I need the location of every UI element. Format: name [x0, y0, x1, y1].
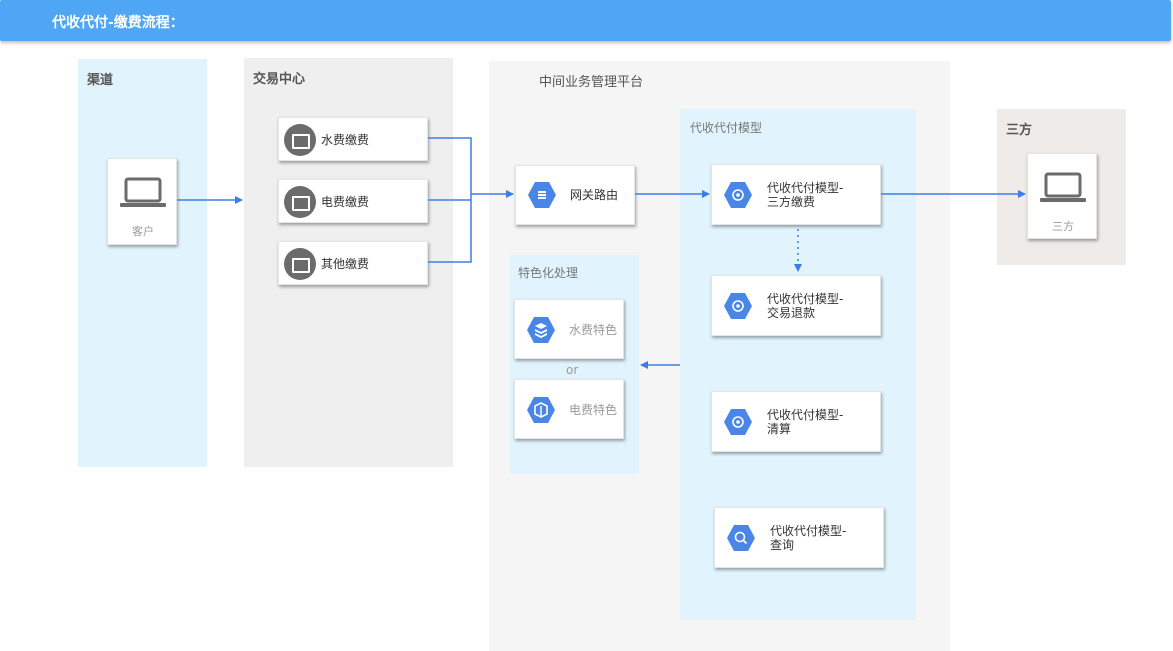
query-icon — [727, 525, 755, 551]
model-payment-line2: 三方缴费 — [767, 195, 816, 209]
platform-label: 中间业务管理平台 — [539, 75, 644, 90]
water-payment-card[interactable]: 水费缴费 — [278, 117, 428, 161]
channel-label: 渠道 — [87, 73, 114, 88]
model-settlement-card[interactable]: 代收代付模型- 清算 — [711, 391, 881, 452]
third-party-card[interactable]: 三方 — [1027, 153, 1097, 239]
other-payment-label: 其他缴费 — [321, 257, 370, 271]
third-party-device-label: 三方 — [1052, 220, 1074, 233]
water-special-card[interactable]: 水费特色 — [514, 299, 624, 359]
model-payment-card[interactable]: 代收代付模型- 三方缴费 — [711, 164, 881, 225]
header-bar — [0, 0, 1171, 41]
water-special-label: 水费特色 — [569, 323, 618, 337]
trade-center-label: 交易中心 — [253, 72, 306, 87]
laptop-icon — [1040, 172, 1086, 202]
channel-panel — [78, 59, 207, 467]
water-payment-label: 水费缴费 — [321, 133, 370, 147]
model-settlement-line2: 清算 — [767, 422, 792, 436]
stack-icon — [527, 317, 555, 343]
electric-special-label: 电费特色 — [569, 403, 618, 417]
model-refund-line2: 交易退款 — [767, 306, 816, 320]
model-query-line2: 查询 — [770, 538, 795, 552]
window-icon — [284, 248, 316, 280]
client-card[interactable]: 客户 — [107, 158, 177, 245]
model-query-line1: 代收代付模型- — [770, 524, 847, 538]
special-label: 特色化处理 — [518, 266, 579, 280]
electric-payment-label: 电费缴费 — [321, 195, 370, 209]
model-query-card[interactable]: 代收代付模型- 查询 — [714, 507, 884, 568]
gateway-icon — [528, 182, 556, 208]
window-icon — [284, 124, 316, 156]
or-label: or — [566, 363, 579, 377]
model-refund-line1: 代收代付模型- — [767, 292, 844, 306]
api-icon — [724, 409, 752, 435]
model-payment-line1: 代收代付模型- — [767, 181, 844, 195]
api-icon — [724, 182, 752, 208]
electric-payment-card[interactable]: 电费缴费 — [278, 179, 428, 223]
page-title: 代收代付-缴费流程： — [52, 15, 184, 31]
cube-icon — [527, 397, 555, 423]
laptop-icon — [120, 177, 166, 207]
client-label: 客户 — [132, 225, 154, 238]
model-settlement-line1: 代收代付模型- — [767, 408, 844, 422]
gateway-label: 网关路由 — [570, 188, 619, 202]
api-icon — [724, 293, 752, 319]
window-icon — [284, 186, 316, 218]
third-party-label: 三方 — [1006, 123, 1033, 138]
gateway-card[interactable]: 网关路由 — [515, 165, 635, 225]
model-label: 代收代付模型 — [690, 121, 763, 135]
model-refund-card[interactable]: 代收代付模型- 交易退款 — [711, 275, 881, 336]
other-payment-card[interactable]: 其他缴费 — [278, 241, 428, 285]
electric-special-card[interactable]: 电费特色 — [514, 379, 624, 439]
